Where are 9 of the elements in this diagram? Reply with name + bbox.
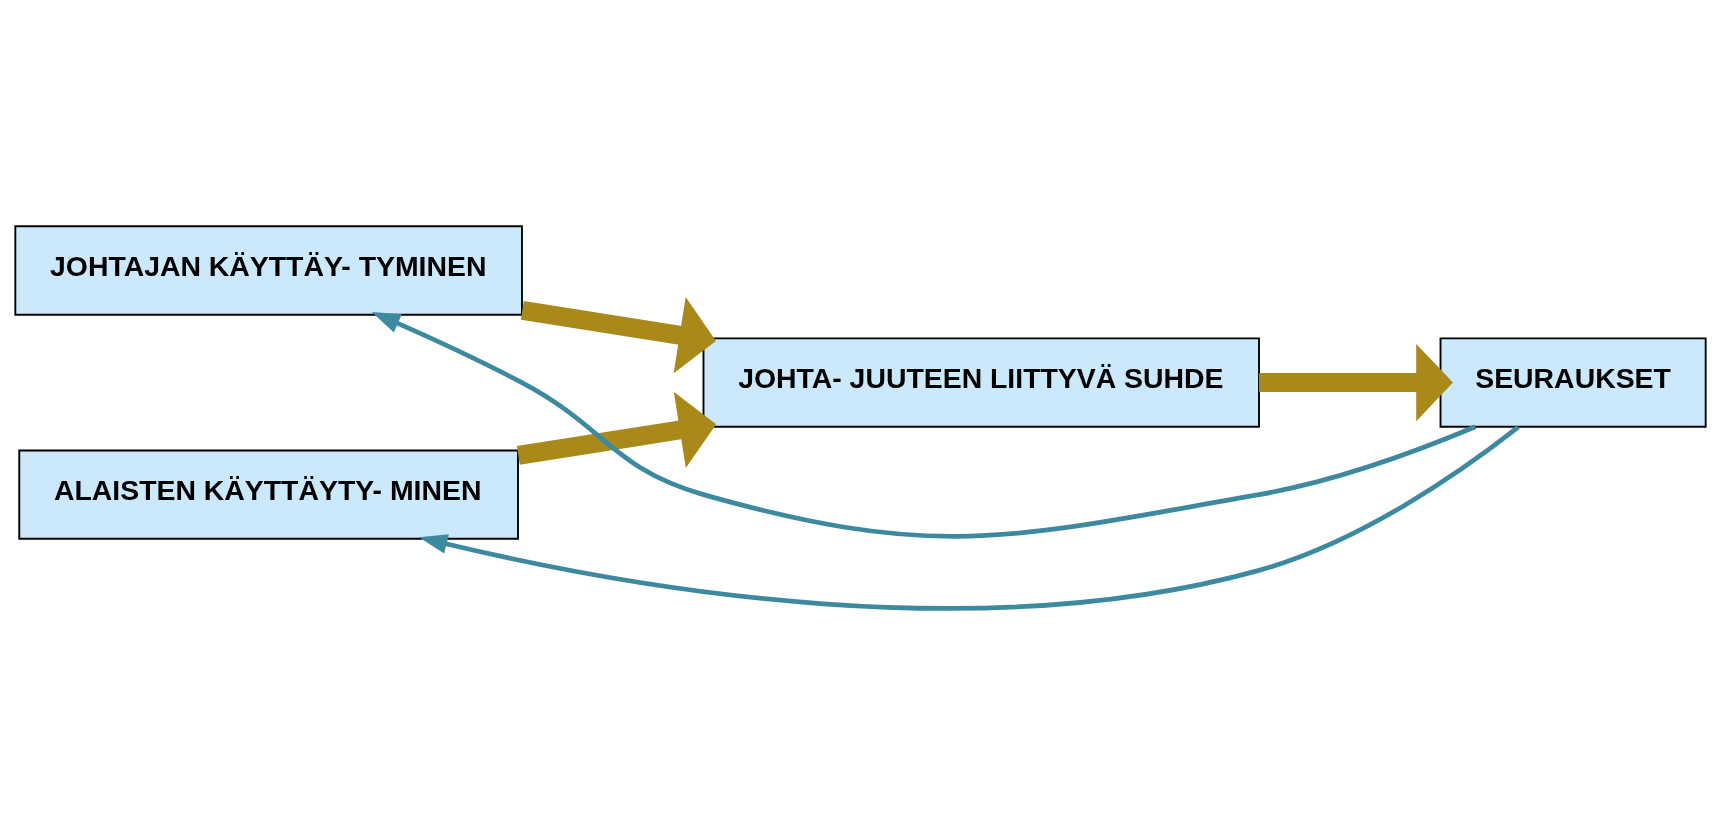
arrow [371, 311, 1477, 539]
arrow [418, 425, 1520, 611]
node-box: SEURAUKSET [1439, 337, 1707, 428]
arrow [516, 391, 717, 469]
node-box: JOHTAJAN KÄYTTÄY- TYMINEN [14, 225, 523, 316]
node-box: ALAISTEN KÄYTTÄYTY- MINEN [18, 449, 519, 540]
node-box: JOHTA- JUUTEEN LIITTYVÄ SUHDE [702, 337, 1260, 428]
arrow [520, 297, 716, 374]
arrow [1259, 343, 1453, 422]
